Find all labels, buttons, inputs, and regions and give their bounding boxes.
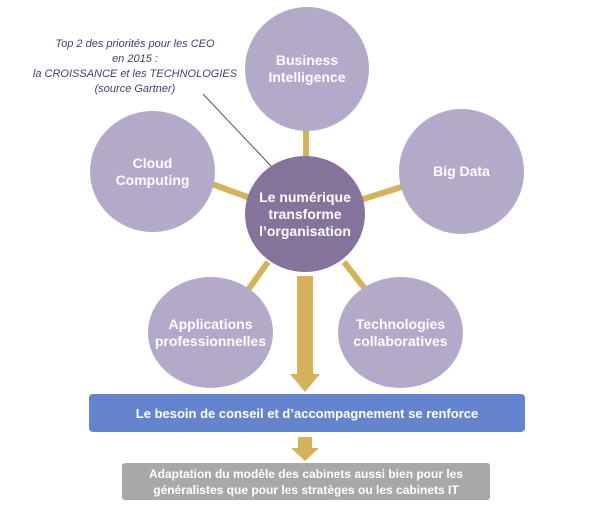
node-label: Intelligence: [268, 69, 346, 85]
annotation-line: en 2015 :: [112, 53, 158, 65]
connector-cloud-computing: [210, 181, 252, 201]
small-down-arrow-icon: [291, 437, 319, 461]
banner: Le besoin de conseil et d’accompagnement…: [89, 394, 525, 432]
annotation-line: Top 2 des priorités pour les CEO: [55, 38, 215, 50]
connector-technologies: [341, 260, 369, 292]
node-label: professionnelles: [154, 332, 267, 349]
annotation-line: la CROISSANCE et les TECHNOLOGIES: [32, 68, 238, 80]
conclusion-line: Adaptation du modèle des cabinets aussi …: [148, 466, 464, 481]
down-arrow-icon: [290, 276, 320, 392]
center-label: Le numérique: [259, 188, 351, 205]
node-cloud-computing: Cloud Computing: [90, 111, 215, 232]
center-label: transforme: [268, 205, 342, 222]
connector-big-data: [359, 182, 409, 203]
node-label: Applications: [168, 315, 253, 332]
node-label: Technologies: [355, 315, 446, 332]
node-label: collaboratives: [353, 332, 448, 349]
center-label: l’organisation: [259, 222, 351, 239]
node-center: Le numérique transforme l’organisation: [245, 156, 365, 272]
node-label: Cloud Computing: [115, 154, 190, 188]
node-technologies: Technologies collaboratives: [338, 277, 463, 388]
node-label: Business: [275, 52, 339, 68]
annotation-line: (source Gartner): [94, 83, 176, 95]
connector-applications: [245, 260, 271, 292]
conclusion-box: Adaptation du modèle des cabinets aussi …: [122, 463, 490, 500]
annotation-note: Top 2 des priorités pour les CEO en 2015…: [10, 37, 260, 97]
node-label: Big Data: [433, 163, 490, 179]
node-business-intelligence: Business Intelligence: [245, 7, 369, 131]
node-applications: Applications professionnelles: [148, 277, 273, 388]
conclusion-line: généralistes que pour les stratèges ou l…: [153, 482, 459, 497]
node-big-data: Big Data: [399, 109, 524, 234]
